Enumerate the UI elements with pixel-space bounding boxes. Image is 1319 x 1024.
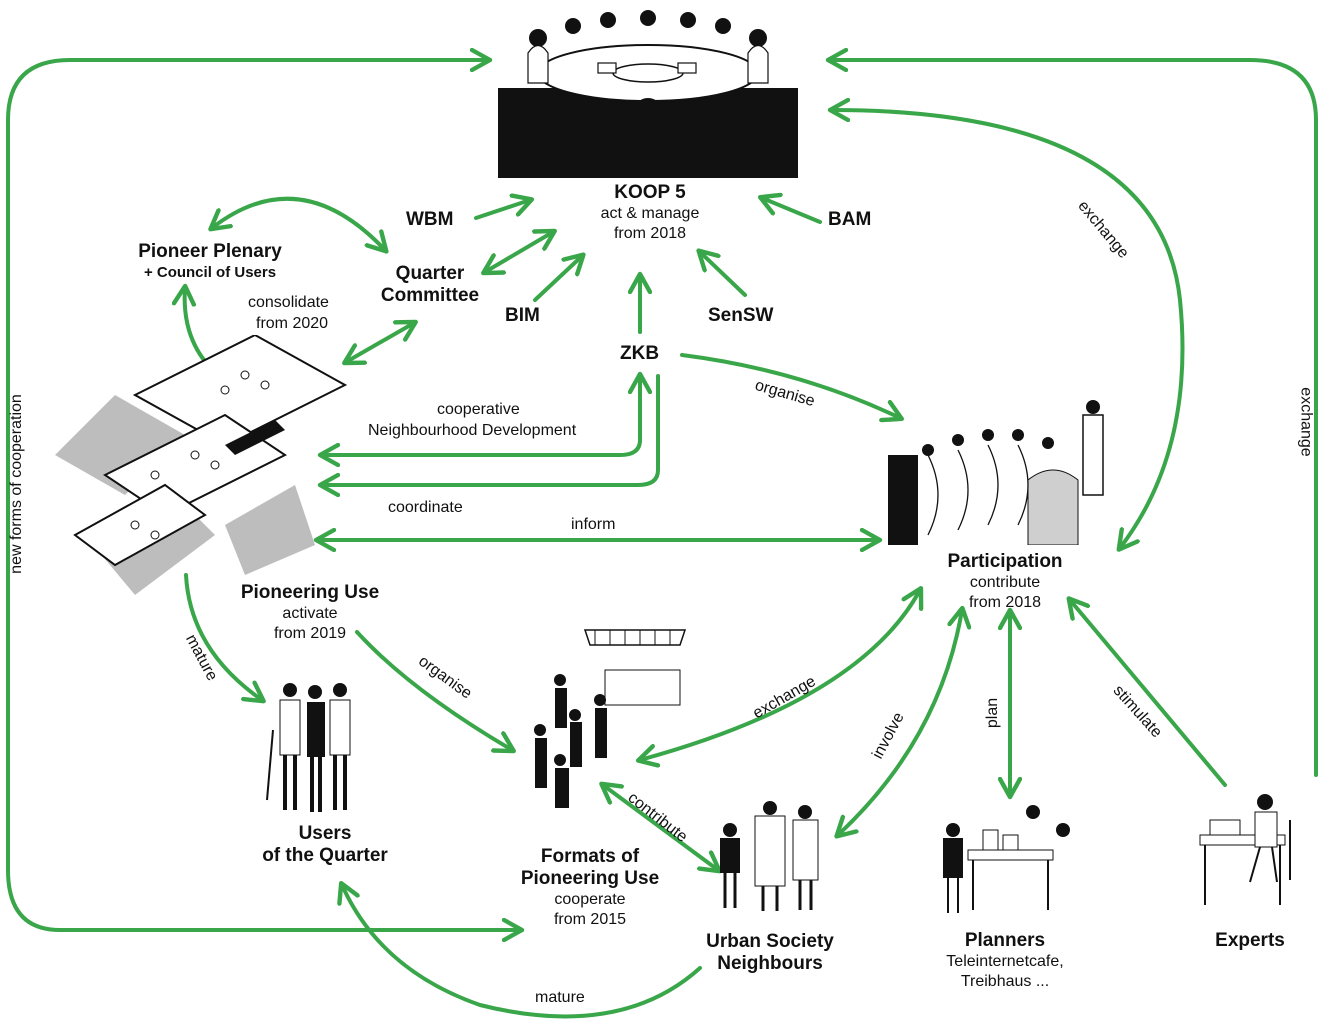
- formats-node: Formats of Pioneering Use cooperate from…: [505, 846, 675, 930]
- plan-label: plan: [984, 697, 1002, 729]
- arrow-sensw: [700, 252, 747, 297]
- urban-society-node: Urban Society Neighbours: [685, 931, 855, 975]
- meeting-table-illustration: [498, 10, 798, 178]
- urban-society-title1: Urban Society: [706, 931, 834, 952]
- pioneering-use-sub1: activate: [282, 605, 338, 622]
- pioneering-use-sub2: from 2019: [273, 625, 347, 642]
- arrow-exchange-right: [830, 60, 1318, 777]
- arrow-involve: [838, 610, 962, 835]
- arrow-mature-bottom: [342, 885, 702, 1019]
- consolidate-label: consolidate: [248, 294, 329, 311]
- experts-node: Experts: [1195, 930, 1305, 952]
- pioneer-plenary-sub: + Council of Users: [143, 264, 277, 281]
- formats-title1: Formats of: [540, 846, 640, 867]
- arrow-new-forms-top: [6, 60, 520, 930]
- planners-title: Planners: [964, 930, 1046, 951]
- arrow-bim: [533, 256, 582, 302]
- zkb-label: ZKB: [620, 343, 660, 364]
- pioneer-plenary-node: Pioneer Plenary + Council of Users: [100, 241, 320, 283]
- sensw-label: SenSW: [708, 305, 774, 326]
- arrow-organise-zkb: [680, 353, 900, 418]
- koop5-node: KOOP 5 act & manage from 2018: [570, 182, 730, 244]
- arrow-organise-pu: [355, 630, 512, 750]
- formats-sub2: from 2015: [553, 911, 627, 928]
- arrow-coordinate: [322, 374, 660, 485]
- arrow-wbm: [474, 200, 530, 220]
- formats-title2: Pioneering Use: [520, 868, 660, 889]
- participation-sub2: from 2018: [968, 594, 1042, 611]
- quarter-committee-title1: Quarter: [395, 263, 465, 284]
- users-node: Users of the Quarter: [240, 823, 410, 867]
- exchange-right-label: exchange: [1297, 387, 1315, 457]
- quarter-committee-title2: Committee: [380, 285, 480, 306]
- users-title1: Users: [298, 823, 352, 844]
- arrow-qc-koop: [485, 232, 553, 272]
- users-title2: of the Quarter: [262, 845, 388, 866]
- planners-node: Planners Teleinternetcafe, Treibhaus ...: [925, 930, 1085, 992]
- arrow-mature-left: [184, 573, 262, 700]
- arrow-coop-dev: [330, 376, 640, 457]
- pioneer-plenary-title: Pioneer Plenary: [138, 241, 282, 262]
- experts-title: Experts: [1215, 930, 1285, 951]
- arrow-contribute: [603, 785, 718, 870]
- planners-illustration: [943, 805, 1070, 913]
- coordinate-label: coordinate: [388, 499, 463, 516]
- koop5-title: KOOP 5: [614, 182, 686, 203]
- bim-label: BIM: [505, 305, 540, 326]
- arrow-stimulate: [1070, 600, 1227, 787]
- quarter-committee-node: Quarter Committee: [370, 263, 490, 307]
- pioneering-use-node: Pioneering Use activate from 2019: [225, 582, 395, 644]
- from-2020-label: from 2020: [256, 315, 329, 332]
- urban-society-title2: Neighbours: [717, 953, 823, 974]
- formats-market-illustration: [534, 629, 687, 808]
- mature-bottom-label: mature: [535, 989, 585, 1006]
- koop5-sub2: from 2018: [613, 225, 687, 242]
- coop-dev-label-1: cooperative: [437, 401, 520, 418]
- arrow-bam: [762, 198, 822, 224]
- new-forms-label: new forms of cooperation: [7, 394, 25, 574]
- participation-sub1: contribute: [969, 574, 1041, 591]
- bam-label: BAM: [828, 209, 872, 230]
- wbm-label: WBM: [406, 209, 454, 230]
- urban-society-illustration: [720, 801, 819, 911]
- coop-dev-label-2: Neighbourhood Development: [368, 422, 577, 439]
- arrow-qc-pu: [346, 323, 414, 362]
- formats-sub1: cooperate: [554, 891, 626, 908]
- pioneering-use-building-illustration: [55, 335, 348, 595]
- arrow-exchange-top: [832, 110, 1185, 548]
- planners-sub1: Teleinternetcafe,: [946, 953, 1064, 970]
- arrow-pp-qc: [212, 196, 385, 250]
- participation-node: Participation contribute from 2018: [925, 551, 1085, 613]
- pioneering-use-title: Pioneering Use: [240, 582, 380, 603]
- koop5-sub1: act & manage: [600, 205, 700, 222]
- planners-sub2: Treibhaus ...: [960, 973, 1050, 990]
- participation-title: Participation: [947, 551, 1063, 572]
- experts-illustration: [1199, 794, 1291, 905]
- participation-meeting-illustration: [888, 400, 1104, 545]
- inform-label: inform: [571, 516, 616, 533]
- users-of-quarter-illustration: [266, 683, 351, 812]
